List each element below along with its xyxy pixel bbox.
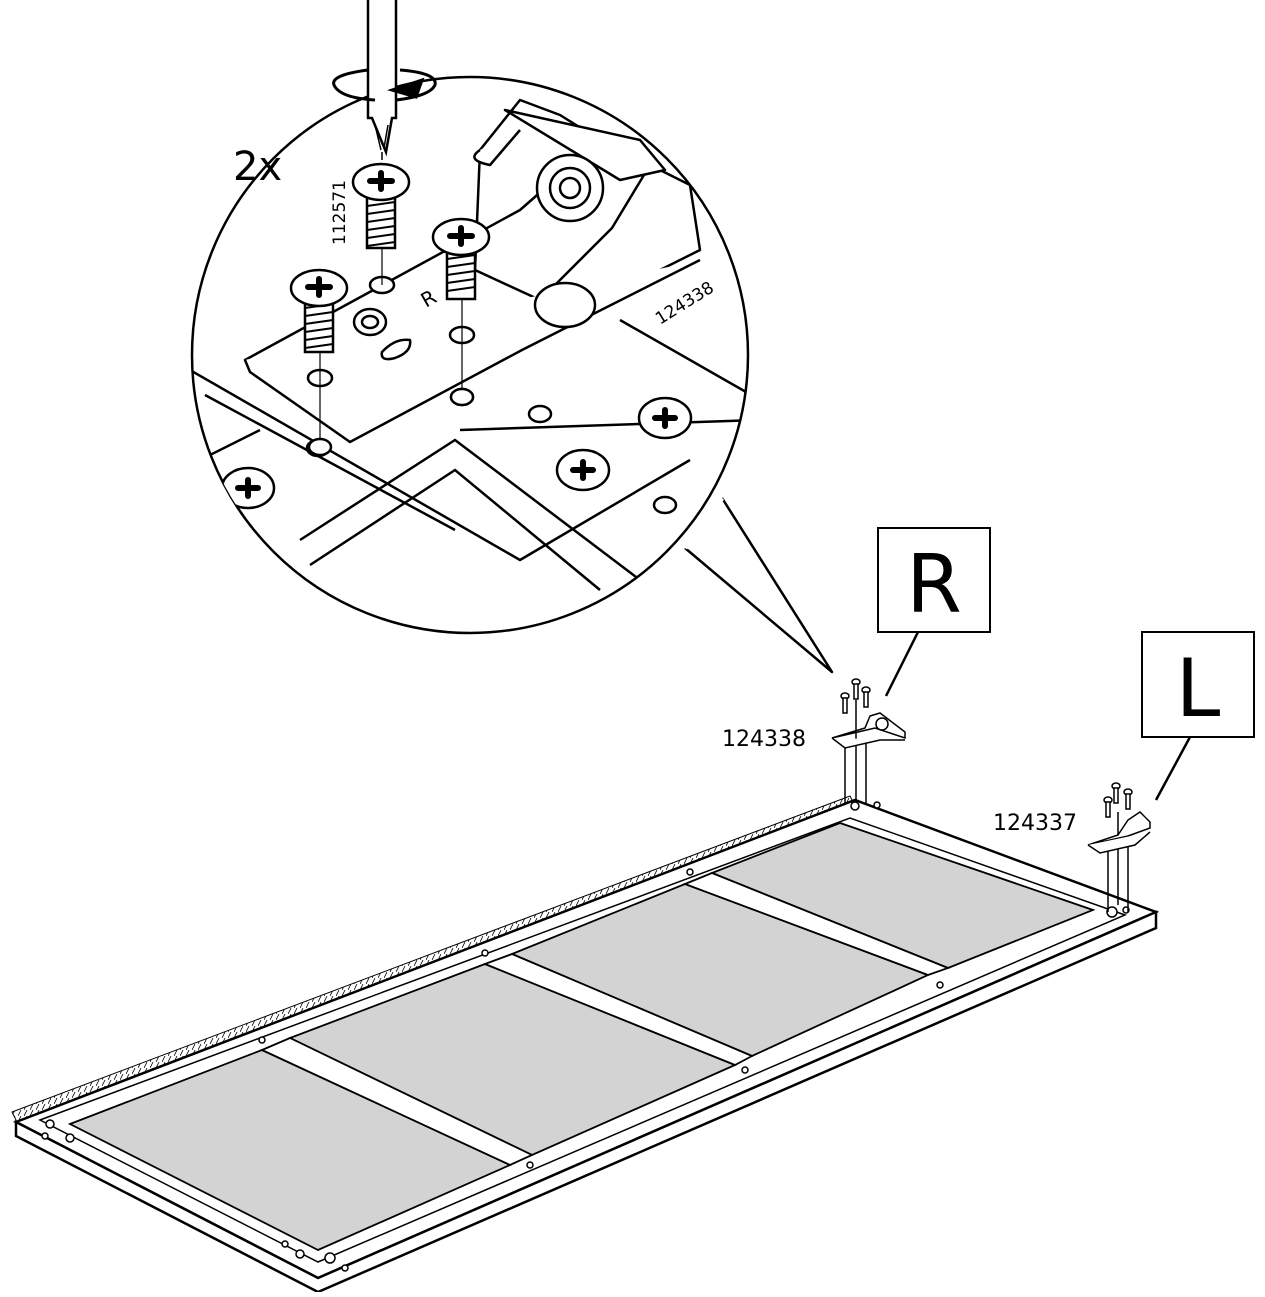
frame-outer-side	[14, 910, 1158, 1294]
callout-right: R 124338	[722, 527, 991, 752]
left-hinge-bracket	[1087, 782, 1151, 912]
callout-left: L 124337	[993, 631, 1255, 836]
quantity-label: 2x	[233, 144, 282, 190]
loose-screws	[289, 162, 491, 354]
frame-inner-edge	[38, 817, 1128, 1263]
door-frame-assembly	[11, 678, 1160, 1294]
zoom-pointer	[684, 497, 834, 674]
detail-zoom-circle: R 124338 2x 112571	[190, 0, 834, 674]
screw-1	[289, 268, 349, 354]
callout-right-box	[877, 527, 991, 633]
right-hinge-bracket	[831, 678, 906, 805]
screw-guide-lines	[319, 245, 463, 440]
rotation-arrow-icon	[332, 68, 437, 102]
screw-3	[431, 217, 491, 301]
callout-right-part-number: 124338	[722, 727, 806, 752]
screwdriver-icon	[366, 0, 398, 160]
glass-panels	[67, 822, 1096, 1251]
detail-frame	[192, 318, 748, 591]
callout-left-letter: L	[1176, 642, 1221, 735]
frame-holes-main	[41, 801, 1130, 1272]
screw-part-number: 112571	[330, 180, 350, 245]
frame-screw-heads	[220, 396, 693, 510]
panel-dividers	[259, 872, 951, 1166]
callout-left-box	[1141, 631, 1255, 738]
callout-left-part-number: 124337	[993, 811, 1077, 836]
callout-right-letter: R	[906, 538, 962, 631]
screw-2	[351, 162, 411, 250]
